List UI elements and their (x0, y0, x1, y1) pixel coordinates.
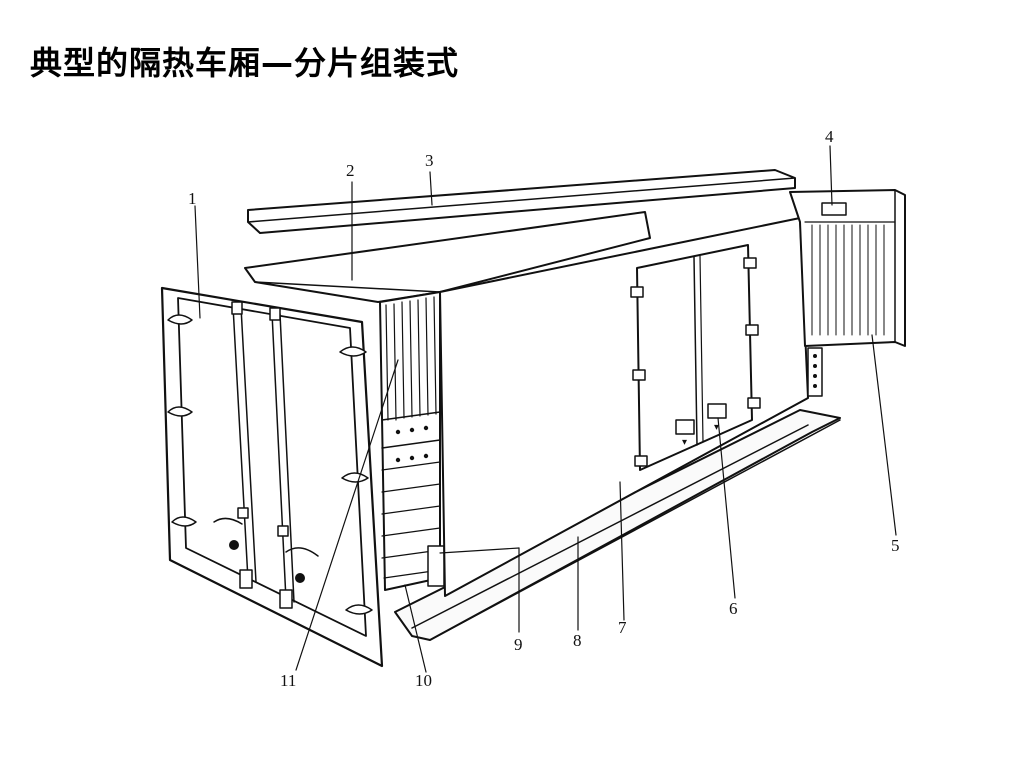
label-1: 1 (188, 189, 197, 208)
label-6: 6 (729, 599, 738, 618)
label-8: 8 (573, 631, 582, 650)
label-7: 7 (618, 618, 627, 637)
label-10: 10 (415, 671, 432, 690)
side-door: ▾ ▾ (630, 244, 761, 471)
floor-rail (394, 409, 841, 641)
slide-title: 典型的隔热车厢—分片组装式 (30, 44, 460, 82)
label-5: 5 (891, 536, 900, 555)
part-labels: 1 2 3 4 5 6 7 8 9 10 11 (188, 127, 900, 690)
rear-door (789, 189, 906, 397)
svg-text:▾: ▾ (714, 422, 719, 433)
roof-panel (247, 169, 796, 234)
front-door-frame (160, 286, 384, 668)
label-4: 4 (825, 127, 834, 146)
interior-slats (379, 291, 445, 591)
svg-text:▾: ▾ (682, 437, 687, 448)
leader-lines (194, 145, 897, 673)
label-9: 9 (514, 635, 523, 654)
label-2: 2 (346, 161, 355, 180)
label-11: 11 (280, 671, 296, 690)
label-3: 3 (425, 151, 434, 170)
